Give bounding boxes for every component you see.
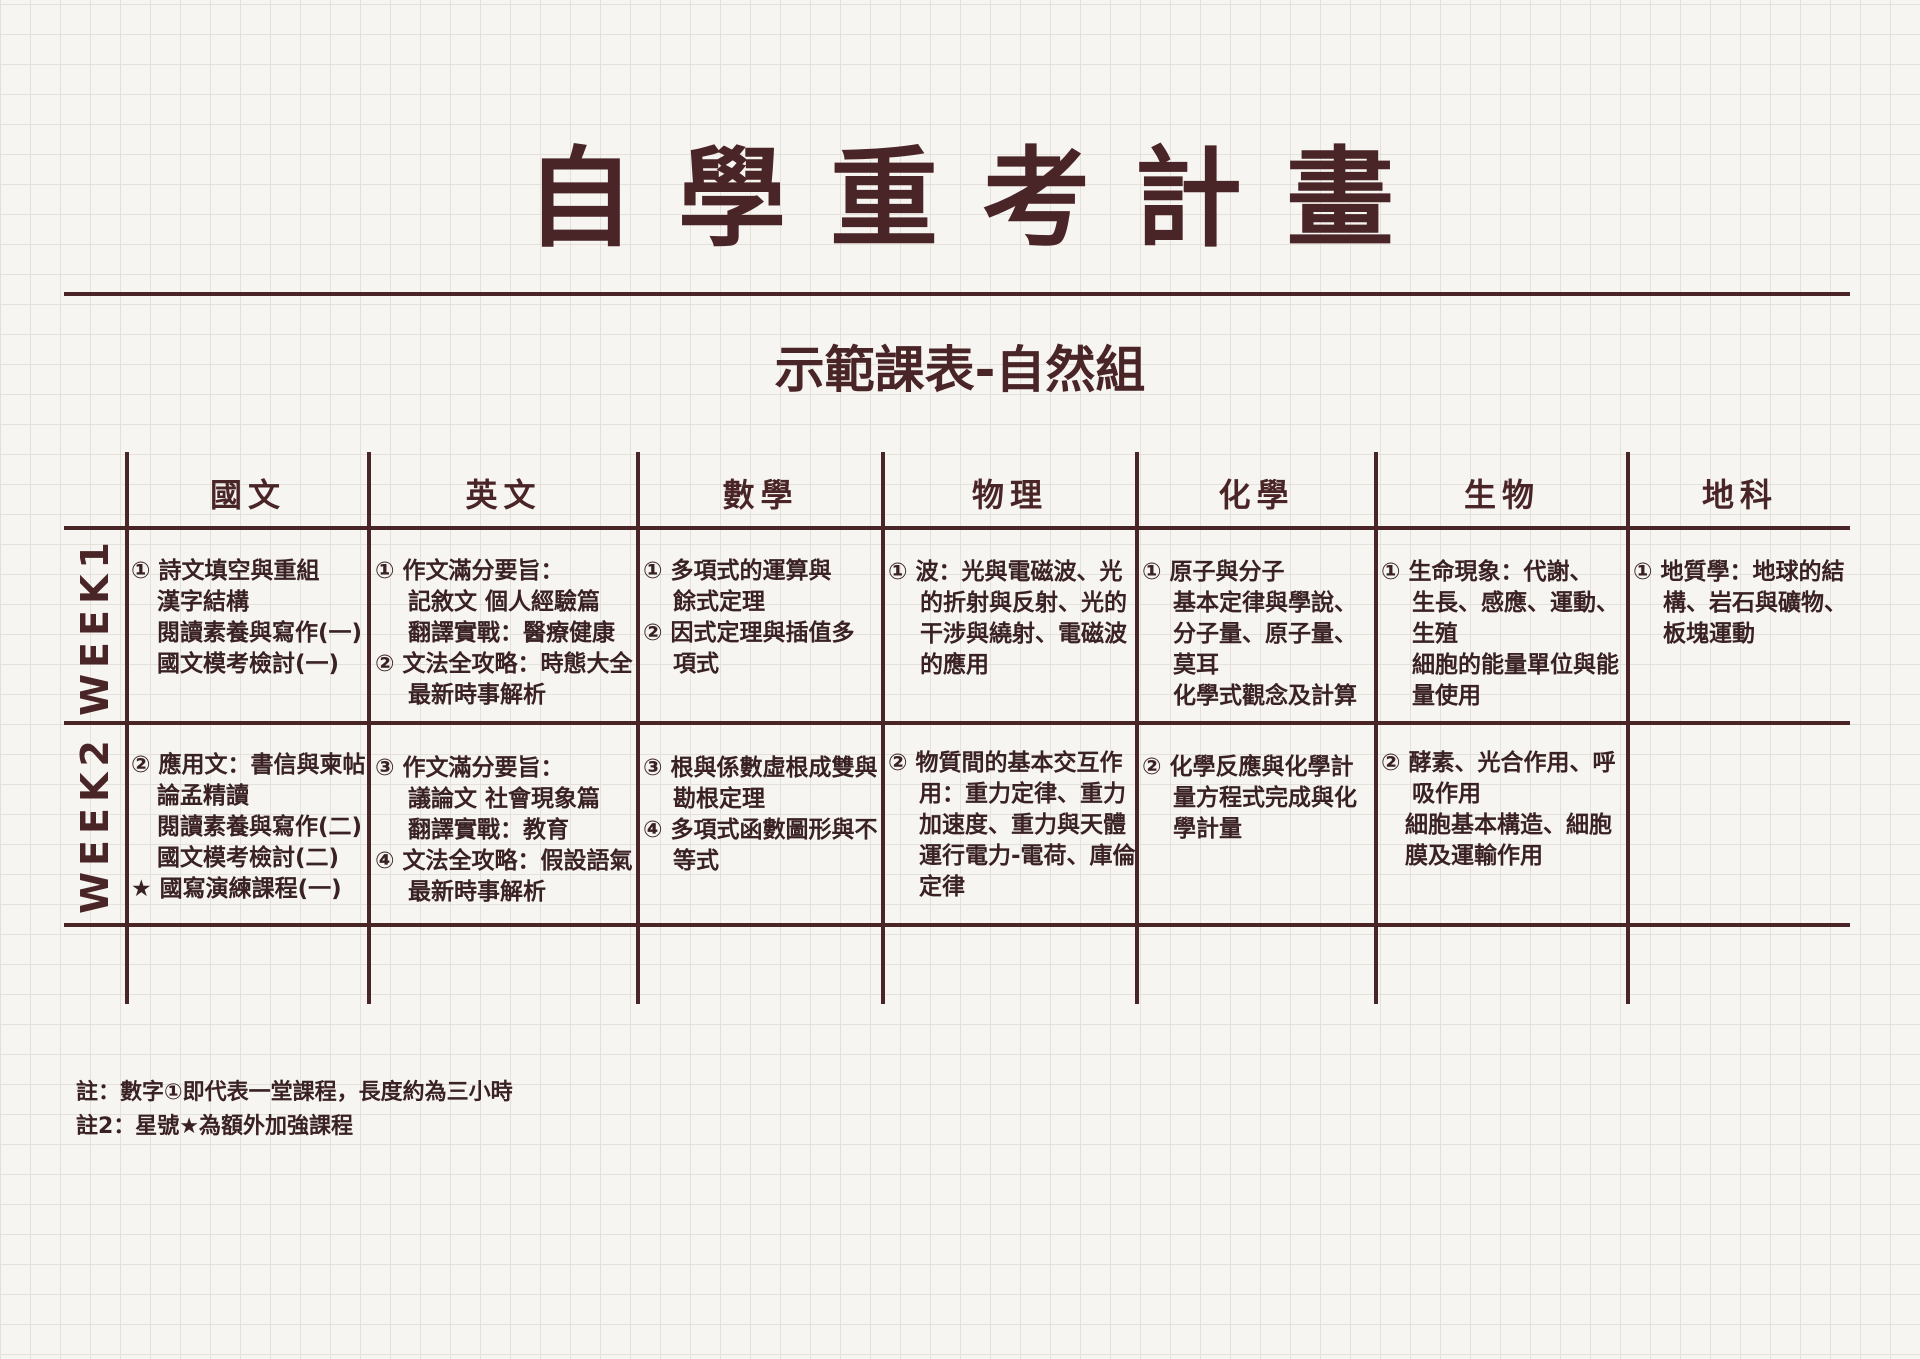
cell-line: 生殖 — [1412, 621, 1458, 647]
cell-line: ① 地質學：地球的結 — [1633, 559, 1845, 585]
grid-vline — [636, 452, 640, 1004]
cell-line: 生長、感應、運動、 — [1412, 590, 1619, 616]
cell-week2-math: ③ 根與係數虛根成雙與 勘根定理 ④ 多項式函數圖形與不 等式 — [643, 753, 877, 877]
cell-line: 分子量、原子量、 — [1173, 621, 1357, 647]
cell-line: 漢字結構 — [157, 589, 249, 615]
cell-line: ③ 根與係數虛根成雙與 — [643, 755, 878, 781]
footnote-1: 註：數字①即代表一堂課程，長度約為三小時 — [76, 1080, 513, 1105]
cell-week1-biology: ① 生命現象：代謝、 生長、感應、運動、 生殖 細胞的能量單位與能 量使用 — [1381, 557, 1619, 712]
footnotes: 註：數字①即代表一堂課程，長度約為三小時 註2：星號★為額外加強課程 — [76, 1076, 513, 1144]
grid-vline — [1135, 452, 1139, 1004]
cell-line: ② 文法全攻略：時態大全 — [375, 651, 633, 677]
cell-line: 細胞基本構造、細胞 — [1405, 812, 1612, 838]
cell-line: ④ 多項式函數圖形與不 — [643, 817, 878, 843]
cell-line: ② 物質間的基本交互作 — [888, 750, 1123, 776]
cell-line: 餘式定理 — [673, 589, 765, 615]
grid-vline — [125, 452, 129, 1004]
cell-line: 的折射與反射、光的 — [920, 590, 1127, 616]
cell-line: 議論文 社會現象篇 — [408, 786, 601, 812]
subject-header-earth-science: 地科 — [1701, 476, 1778, 514]
schedule-subtitle: 示範課表-自然組 — [774, 341, 1146, 399]
cell-line: 膜及運輸作用 — [1405, 843, 1543, 869]
cell-line: 翻譯實戰：醫療健康 — [408, 620, 615, 646]
subject-header-english: 英文 — [465, 476, 542, 514]
cell-line: 定律 — [919, 874, 965, 900]
cell-line: ④ 文法全攻略：假設語氣 — [375, 848, 633, 874]
subject-header-biology: 生物 — [1463, 476, 1540, 514]
week-label-1: WEEK1 — [64, 530, 126, 721]
subject-header-physics: 物理 — [971, 476, 1048, 514]
title-divider — [64, 292, 1850, 296]
cell-line: 最新時事解析 — [408, 682, 546, 708]
cell-line: 的應用 — [920, 652, 989, 678]
grid-hline-week2 — [64, 923, 1850, 927]
grid-hline-header — [64, 526, 1850, 530]
cell-line: 量使用 — [1412, 683, 1481, 709]
cell-line: 等式 — [673, 848, 719, 874]
cell-week1-english: ① 作文滿分要旨： 記敘文 個人經驗篇 翻譯實戰：醫療健康 ② 文法全攻略：時態… — [375, 556, 632, 711]
cell-week1-physics: ① 波：光與電磁波、光 的折射與反射、光的 干涉與繞射、電磁波 的應用 — [888, 557, 1127, 681]
cell-line: ③ 作文滿分要旨： — [375, 755, 564, 781]
cell-week2-biology: ② 酵素、光合作用、呼 吸作用 細胞基本構造、細胞 膜及運輸作用 — [1381, 748, 1615, 872]
cell-week2-english: ③ 作文滿分要旨： 議論文 社會現象篇 翻譯實戰：教育 ④ 文法全攻略：假設語氣… — [375, 753, 632, 908]
cell-line: 化學式觀念及計算 — [1173, 683, 1357, 709]
cell-line: 運行電力-電荷、庫倫 — [919, 843, 1136, 869]
cell-week1-earth-science: ① 地質學：地球的結 構、岩石與礦物、 板塊運動 — [1633, 557, 1847, 650]
cell-line: ① 多項式的運算與 — [643, 558, 832, 584]
cell-week1-math: ① 多項式的運算與 餘式定理 ② 因式定理與插值多 項式 — [643, 556, 854, 680]
footnote-2: 註2：星號★為額外加強課程 — [76, 1114, 354, 1139]
cell-line: 論孟精讀 — [157, 783, 249, 809]
cell-line: 板塊運動 — [1663, 621, 1755, 647]
cell-line: 量方程式完成與化 — [1173, 785, 1357, 811]
cell-line: ① 詩文填空與重組 — [131, 558, 320, 584]
grid-vline — [881, 452, 885, 1004]
week-label-2: WEEK2 — [64, 725, 126, 923]
cell-week2-physics: ② 物質間的基本交互作 用：重力定律、重力 加速度、重力與天體 運行電力-電荷、… — [888, 748, 1136, 903]
cell-line: 基本定律與學說、 — [1173, 590, 1357, 616]
cell-line: 記敘文 個人經驗篇 — [408, 589, 601, 615]
grid-vline — [367, 452, 371, 1004]
cell-line: 吸作用 — [1412, 781, 1481, 807]
cell-line: ① 作文滿分要旨： — [375, 558, 564, 584]
page-title: 自學重考計畫 — [525, 137, 1438, 262]
cell-line: ② 因式定理與插值多 — [643, 620, 855, 646]
cell-line: 最新時事解析 — [408, 879, 546, 905]
grid-hline-week1 — [64, 721, 1850, 725]
cell-line: 用：重力定律、重力 — [919, 781, 1126, 807]
cell-line: 項式 — [673, 651, 719, 677]
cell-line: 閱讀素養與寫作(一) — [157, 620, 363, 646]
cell-week1-chemistry: ① 原子與分子 基本定律與學說、 分子量、原子量、 莫耳 化學式觀念及計算 — [1142, 557, 1357, 712]
subject-header-math: 數學 — [722, 476, 799, 514]
cell-line: ★ 國寫演練課程(一) — [131, 876, 342, 902]
cell-line: ① 波：光與電磁波、光 — [888, 559, 1123, 585]
cell-line: ② 應用文：書信與柬帖 — [131, 752, 366, 778]
subject-header-chinese: 國文 — [209, 476, 286, 514]
cell-line: 干涉與繞射、電磁波 — [920, 621, 1127, 647]
week-label-text: WEEK2 — [73, 734, 117, 914]
cell-line: 加速度、重力與天體 — [919, 812, 1126, 838]
cell-line: 莫耳 — [1173, 652, 1219, 678]
cell-line: ① 原子與分子 — [1142, 559, 1285, 585]
cell-line: 國文模考檢討(二) — [157, 845, 340, 871]
cell-line: ① 生命現象：代謝、 — [1381, 559, 1593, 585]
grid-vline — [1626, 452, 1630, 1004]
week-label-text: WEEK1 — [73, 535, 117, 716]
cell-line: ② 酵素、光合作用、呼 — [1381, 750, 1616, 776]
cell-line: 細胞的能量單位與能 — [1412, 652, 1619, 678]
cell-line: 閱讀素養與寫作(二) — [157, 814, 363, 840]
subject-header-chemistry: 化學 — [1218, 476, 1295, 514]
cell-line: 學計量 — [1173, 816, 1242, 842]
cell-line: 翻譯實戰：教育 — [408, 817, 569, 843]
cell-line: 勘根定理 — [673, 786, 765, 812]
cell-line: 構、岩石與礦物、 — [1663, 590, 1847, 616]
cell-line: 國文模考檢討(一) — [157, 651, 340, 677]
cell-week1-chinese: ① 詩文填空與重組 漢字結構 閱讀素養與寫作(一) 國文模考檢討(一) — [131, 556, 362, 680]
cell-week2-chemistry: ② 化學反應與化學計 量方程式完成與化 學計量 — [1142, 752, 1357, 845]
cell-week2-chinese: ② 應用文：書信與柬帖 論孟精讀 閱讀素養與寫作(二) 國文模考檢討(二) ★ … — [131, 750, 365, 905]
grid-vline — [1374, 452, 1378, 1004]
cell-line: ② 化學反應與化學計 — [1142, 754, 1354, 780]
